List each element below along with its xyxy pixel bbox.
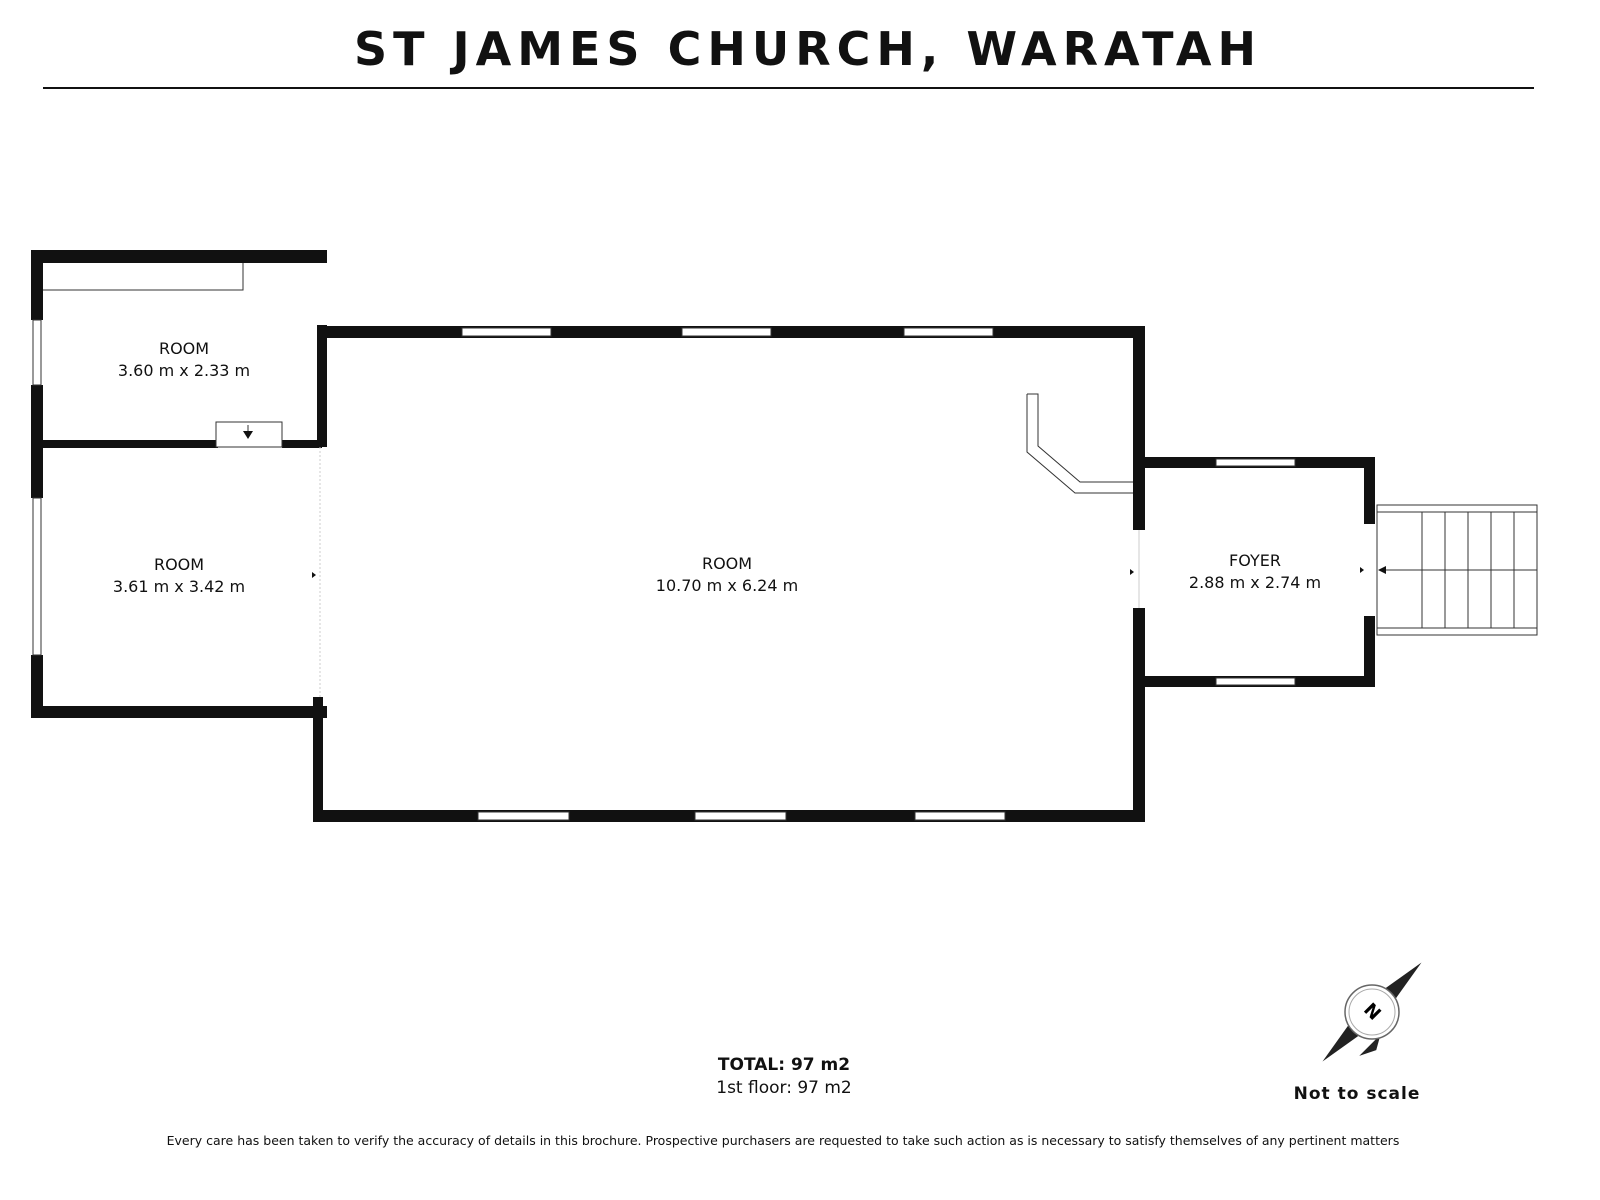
floor-area: 1st floor: 97 m2 bbox=[716, 1078, 852, 1098]
room-dimensions: 10.70 m x 6.24 m bbox=[655, 576, 799, 595]
window bbox=[1215, 677, 1296, 686]
room-label: ROOM 3.60 m x 2.33 m bbox=[118, 338, 250, 382]
room-dimensions: 3.60 m x 2.33 m bbox=[117, 361, 251, 380]
wall bbox=[317, 325, 327, 447]
wall bbox=[1133, 608, 1145, 822]
window bbox=[461, 327, 552, 337]
area-summary: TOTAL: 97 m2 1st floor: 97 m2 bbox=[716, 1054, 852, 1100]
total-area: TOTAL: 97 m2 bbox=[717, 1055, 851, 1075]
room-label: ROOM 3.61 m x 3.42 m bbox=[113, 554, 245, 598]
wall bbox=[1364, 616, 1375, 687]
window bbox=[477, 811, 570, 821]
window bbox=[32, 319, 42, 386]
wall bbox=[31, 250, 327, 263]
scale-note: Not to scale bbox=[1293, 1084, 1421, 1104]
wall bbox=[31, 250, 43, 320]
room-name: ROOM bbox=[153, 555, 205, 574]
room-dimensions: 3.61 m x 3.42 m bbox=[112, 577, 246, 596]
cupboard bbox=[43, 263, 244, 291]
windows bbox=[32, 319, 1296, 821]
room-name: FOYER bbox=[1229, 551, 1281, 570]
window bbox=[1215, 458, 1296, 467]
wall bbox=[313, 697, 323, 822]
window bbox=[681, 327, 772, 337]
room-label: ROOM 10.70 m x 6.24 m bbox=[656, 553, 798, 597]
ramp-rail bbox=[1027, 393, 1133, 483]
room-dimensions: 2.88 m x 2.74 m bbox=[1188, 573, 1322, 592]
ramp-rail bbox=[1026, 394, 1133, 494]
wall bbox=[1364, 457, 1375, 524]
arrow-markers bbox=[243, 431, 1386, 578]
window bbox=[914, 811, 1006, 821]
room-name: ROOM bbox=[158, 339, 210, 358]
wall bbox=[31, 655, 43, 718]
wall bbox=[317, 250, 327, 263]
window bbox=[32, 497, 42, 656]
window bbox=[694, 811, 787, 821]
disclaimer: Every care has been taken to verify the … bbox=[166, 1133, 1400, 1148]
room-label: FOYER 2.88 m x 2.74 m bbox=[1189, 550, 1321, 594]
wall bbox=[1133, 326, 1145, 530]
wall bbox=[31, 385, 43, 498]
plan-title: ST JAMES CHURCH, WARATAH bbox=[354, 22, 1262, 76]
title-divider bbox=[43, 87, 1534, 89]
window bbox=[903, 327, 994, 337]
wall bbox=[31, 706, 327, 718]
room-name: ROOM bbox=[701, 554, 753, 573]
wall bbox=[282, 440, 322, 448]
wall bbox=[43, 440, 218, 448]
